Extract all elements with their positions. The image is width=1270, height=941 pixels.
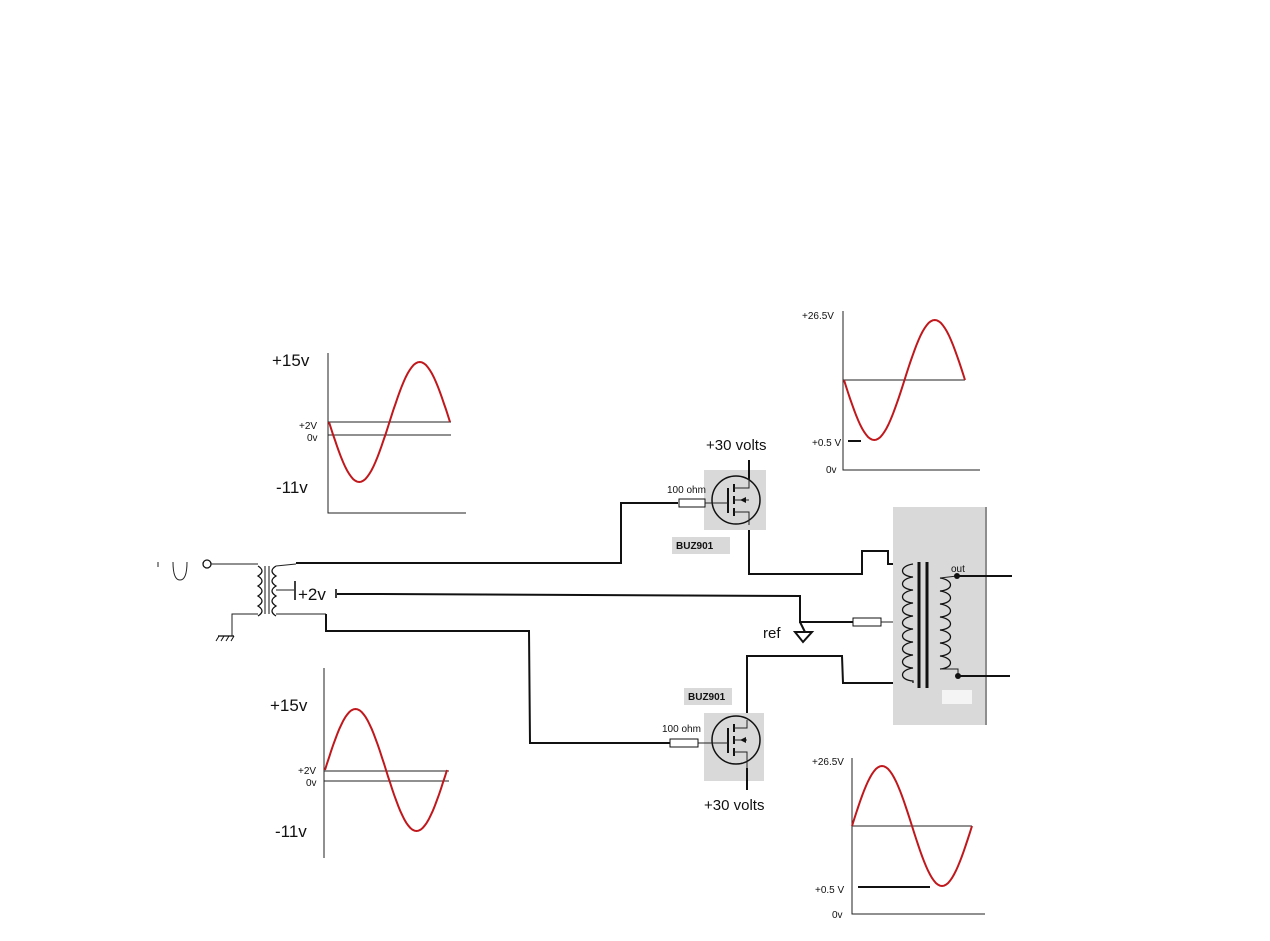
input-graph-lower: +15v +2V 0v -11v: [270, 668, 449, 858]
output-transformer: out: [893, 507, 1012, 725]
max-label: +15v: [272, 351, 310, 370]
lower-supply-label: +30 volts: [704, 797, 764, 814]
bias-axis-label: +2V: [298, 766, 316, 777]
bias-label: +2v: [298, 585, 326, 604]
max-label: +26.5V: [802, 311, 834, 322]
min-label: -11v: [275, 822, 307, 841]
ac-input-source: [157, 559, 258, 581]
waveform: [851, 764, 973, 888]
waveform: [328, 360, 451, 484]
waveform: [843, 318, 966, 442]
lower-mosfet: [698, 713, 764, 790]
min-label: +0.5 V: [815, 885, 845, 896]
upper-gate-resistor: [678, 498, 712, 508]
primary-winding: [901, 563, 914, 683]
upper-gate-wire: [296, 502, 678, 564]
min-label: +0.5 V: [812, 438, 842, 449]
min-label: -11v: [276, 478, 308, 497]
out-label: out: [951, 564, 965, 575]
max-label: +26.5V: [812, 757, 844, 768]
upper-mosfet: [704, 460, 766, 530]
upper-supply-label: +30 volts: [706, 437, 766, 454]
zero-label: 0v: [306, 778, 317, 789]
ground-icon: [215, 635, 235, 642]
waveform: [324, 707, 448, 833]
upper-drain-wire: [748, 525, 913, 575]
bias-battery: +2v: [276, 581, 853, 623]
lower-transistor-label: BUZ901: [688, 692, 726, 703]
zero-label: 0v: [826, 465, 837, 476]
input-transformer: [215, 563, 326, 642]
upper-transistor-label: BUZ901: [676, 541, 714, 552]
input-graph-upper: +15v +2V 0v -11v: [272, 351, 466, 514]
upper-resistor-label: 100 ohm: [667, 485, 706, 496]
max-label: +15v: [270, 696, 308, 715]
lower-resistor-label: 100 ohm: [662, 724, 701, 735]
bias-axis-label: +2V: [299, 421, 317, 432]
lower-gate-resistor: [669, 738, 699, 748]
output-graph-lower: +26.5V +0.5 V 0v: [812, 757, 985, 921]
ref-ground-icon: [792, 621, 815, 644]
ref-label: ref: [763, 625, 781, 642]
zero-label: 0v: [832, 910, 843, 921]
lower-gate-wire: [325, 614, 670, 744]
zero-label: 0v: [307, 433, 318, 444]
output-graph-upper: +26.5V +0.5 V 0v: [802, 311, 980, 476]
lower-drain-wire: [746, 655, 913, 720]
